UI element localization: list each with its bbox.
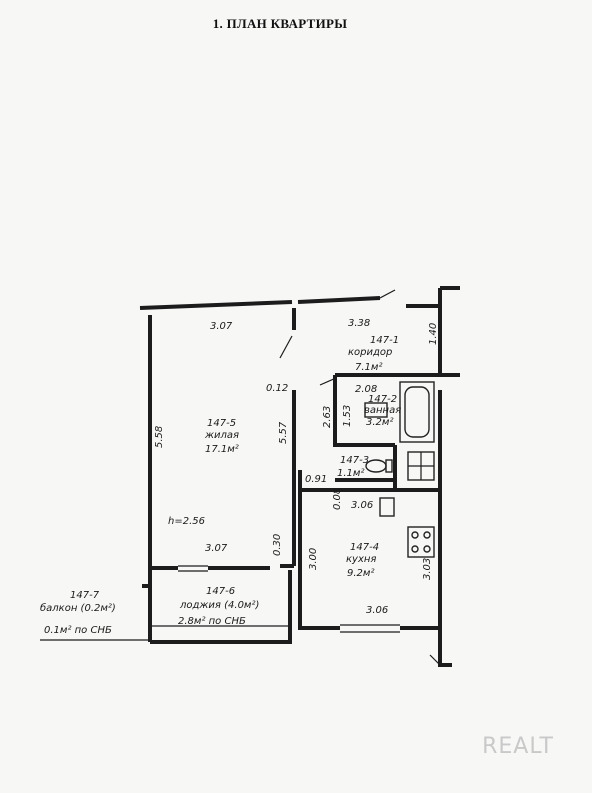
toilet-id: 147-3 — [340, 455, 369, 466]
washer-icon — [407, 451, 435, 481]
details — [40, 289, 441, 666]
dim-living-left: 5.58 — [154, 426, 165, 448]
bathroom-id: 147-2 — [368, 394, 397, 405]
toilet-icon — [365, 459, 393, 473]
dim-bath-top: 2.08 — [355, 384, 377, 395]
kitchen-area: 9.2м² — [347, 568, 374, 579]
loggia-name: лоджия (4.0м²) — [179, 600, 259, 611]
dim-kitchen-top: 3.06 — [351, 500, 373, 511]
living-area: 17.1м² — [205, 444, 239, 455]
bathroom-name: ванная — [364, 405, 401, 416]
balcony-area-snb: 0.1м² по СНБ — [44, 625, 112, 636]
dim-bath-left: 2.63 — [322, 406, 333, 428]
dim-kitchen-left: 3.00 — [308, 548, 319, 570]
bathroom-area: 3.2м² — [366, 417, 393, 428]
walls — [139, 286, 460, 667]
dim-kitchen-bottom: 3.06 — [366, 605, 388, 616]
dim-living-bottom: 3.07 — [205, 543, 228, 554]
loggia-id: 147-6 — [206, 586, 235, 597]
living-id: 147-5 — [207, 418, 236, 429]
dim-wall-030: 0.30 — [272, 534, 283, 556]
living-name: жилая — [204, 430, 239, 441]
balcony-id: 147-7 — [70, 590, 100, 601]
balcony-name: балкон (0.2м²) — [40, 602, 116, 614]
corridor-name: коридор — [348, 347, 392, 358]
bathtub-icon — [399, 381, 435, 443]
sink-icon — [364, 402, 388, 418]
stove-icon — [407, 526, 435, 558]
dim-corridor-right: 1.40 — [428, 323, 439, 345]
fridge-icon — [379, 497, 395, 517]
dim-kitchen-right: 3.03 — [422, 558, 433, 580]
dim-corridor-top: 3.38 — [348, 318, 370, 329]
dim-living-right: 5.57 — [278, 421, 289, 444]
dim-door-091: 0.91 — [305, 474, 327, 485]
dim-wall-012: 0.12 — [266, 383, 288, 394]
dim-height: h=2.56 — [168, 516, 205, 527]
loggia-area-snb: 2.8м² по СНБ — [178, 616, 246, 627]
kitchen-name: кухня — [346, 554, 376, 565]
page-title: 1. ПЛАН КВАРТИРЫ — [212, 16, 348, 31]
corridor-id: 147-1 — [370, 335, 399, 346]
dim-living-top: 3.07 — [210, 321, 233, 332]
watermark-logo: REALT — [482, 734, 554, 759]
dim-bath-inner: 1.53 — [342, 405, 353, 427]
kitchen-id: 147-4 — [350, 542, 379, 553]
corridor-area: 7.1м² — [355, 362, 382, 373]
toilet-area: 1.1м² — [337, 468, 364, 479]
dim-wall-008: 0.08 — [332, 488, 343, 510]
